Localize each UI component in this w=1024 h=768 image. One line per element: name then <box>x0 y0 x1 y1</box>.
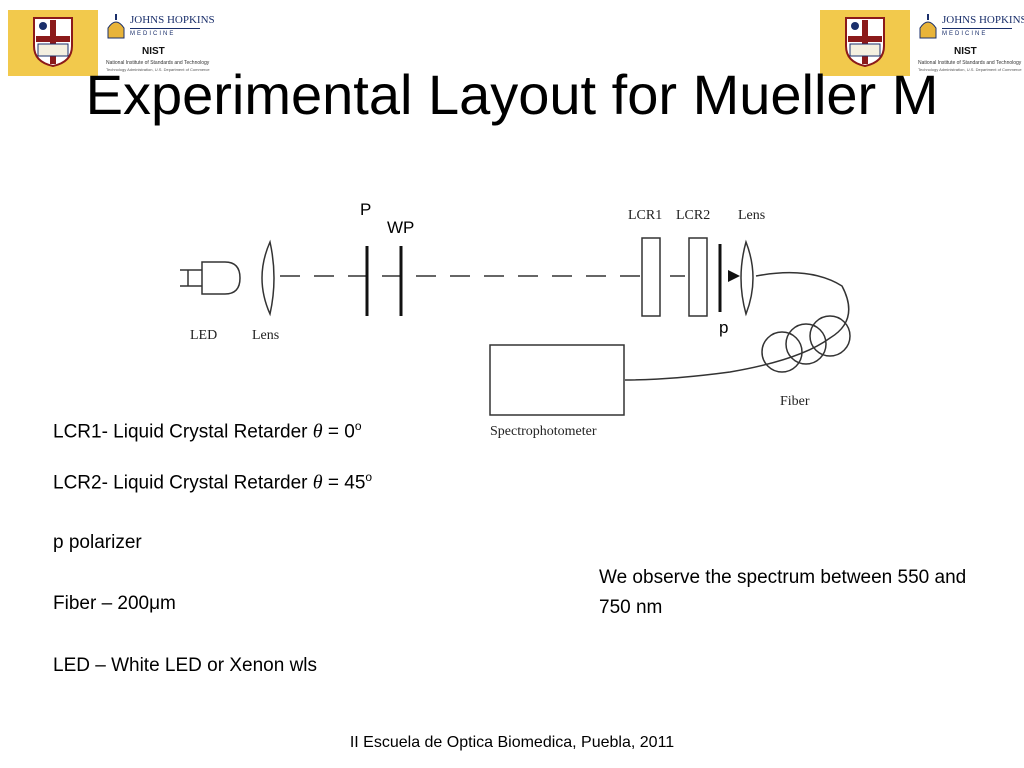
johns-hopkins-logo: JOHNS HOPKINS MEDICINE <box>104 12 215 42</box>
definition-lcr2: LCR2- Liquid Crystal Retarder θ = 45o <box>53 470 372 494</box>
jhm-name: JOHNS HOPKINS <box>942 14 1024 26</box>
label-led: LED <box>190 328 218 343</box>
right-lens-icon <box>740 239 754 317</box>
jhm-name: JOHNS HOPKINS <box>130 14 215 26</box>
label-p-small: p <box>719 318 729 337</box>
spectrum-note: We observe the spectrum between 550 and … <box>599 567 967 618</box>
definition-text: LCR2- Liquid Crystal Retarder <box>53 472 313 494</box>
optical-setup-diagram: P WP LCR1 LCR2 Lens LED Lens p Fiber Spe… <box>170 190 870 450</box>
jhm-medicine: MEDICINE <box>130 28 200 37</box>
nist-subtitle-small: Technology Administration, U.S. Departme… <box>918 67 1022 72</box>
theta-symbol: θ <box>312 420 323 443</box>
label-lens-left: Lens <box>252 328 280 343</box>
definition-p-polarizer: p polarizer <box>53 532 142 553</box>
definition-value: = 45 <box>322 472 366 494</box>
definition-led: LED – White LED or Xenon wls <box>53 655 318 676</box>
spectrophotometer-box <box>489 344 625 416</box>
left-lens-icon <box>261 239 275 317</box>
led-icon <box>180 261 241 295</box>
nist-subtitle: National Institute of Standards and Tech… <box>106 60 210 66</box>
label-waveplate: WP <box>387 218 415 237</box>
degree-superscript: o <box>365 470 373 484</box>
nist-subtitle: National Institute of Standards and Tech… <box>918 60 1022 66</box>
label-lcr1: LCR1 <box>628 208 663 223</box>
university-seal-logo <box>820 10 910 76</box>
definition-text: LCR1- Liquid Crystal Retarder <box>53 421 313 443</box>
theta-symbol: θ <box>312 471 323 494</box>
setup-drawing <box>180 237 851 416</box>
lcr1-element <box>641 237 661 317</box>
nist-title: NIST <box>142 46 165 57</box>
johns-hopkins-logo: JOHNS HOPKINS MEDICINE <box>916 12 1024 42</box>
label-lcr2: LCR2 <box>676 208 711 223</box>
label-fiber: Fiber <box>780 394 810 409</box>
definition-value: = 0 <box>322 421 355 443</box>
shield-icon <box>33 17 73 68</box>
jhm-medicine: MEDICINE <box>942 28 1012 37</box>
lcr2-element <box>688 237 708 317</box>
label-lens-right: Lens <box>738 208 766 223</box>
slide-footer: II Escuela de Optica Biomedica, Puebla, … <box>349 734 675 751</box>
nist-subtitle-small: Technology Administration, U.S. Departme… <box>106 67 210 72</box>
label-p-polarizer: P <box>360 200 372 219</box>
definition-lcr1: LCR1- Liquid Crystal Retarder θ = 0o <box>53 419 362 443</box>
nist-logo: NIST National Institute of Standards and… <box>104 44 214 76</box>
arrow-icon <box>728 270 740 282</box>
hopkins-dome-icon <box>919 14 937 39</box>
slide-title: Experimental Layout for Mueller M <box>85 63 939 126</box>
university-seal-logo <box>8 10 98 76</box>
label-spectrophotometer: Spectrophotometer <box>490 424 597 439</box>
definition-fiber: Fiber – 200μm <box>53 593 176 614</box>
nist-title: NIST <box>954 46 977 57</box>
shield-icon <box>845 17 885 68</box>
hopkins-dome-icon <box>107 14 125 39</box>
fiber-coil <box>624 271 851 381</box>
nist-logo: NIST National Institute of Standards and… <box>916 44 1024 76</box>
degree-superscript: o <box>354 419 362 433</box>
